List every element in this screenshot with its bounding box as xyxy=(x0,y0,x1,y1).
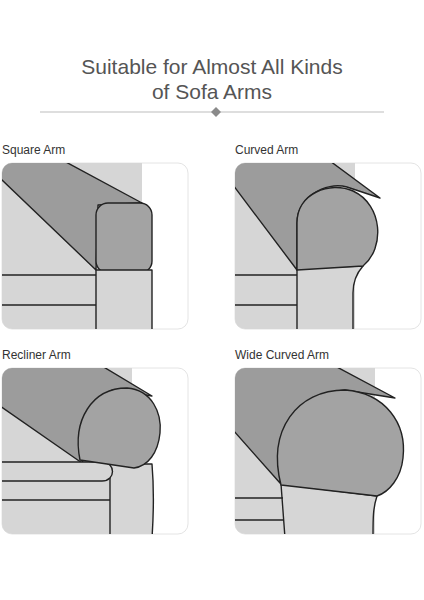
arm-panel: Wide Curved Arm xyxy=(235,368,421,534)
page-title: Suitable for Almost All Kinds of Sofa Ar… xyxy=(74,54,350,104)
panel-label: Square Arm xyxy=(2,143,65,157)
arm-panel: Curved Arm xyxy=(235,163,421,329)
panel-label: Wide Curved Arm xyxy=(235,348,329,362)
divider-diamond xyxy=(211,107,221,117)
panel-label: Curved Arm xyxy=(235,143,298,157)
wide-curved-arm-drawing xyxy=(233,366,421,538)
arm-panel: Square Arm xyxy=(2,163,188,329)
arm-panel: Recliner Arm xyxy=(2,368,188,534)
square-arm-drawing xyxy=(0,161,188,334)
curved-arm-drawing xyxy=(233,161,421,333)
recliner-arm-drawing xyxy=(0,366,188,538)
panel-label: Recliner Arm xyxy=(2,348,71,362)
